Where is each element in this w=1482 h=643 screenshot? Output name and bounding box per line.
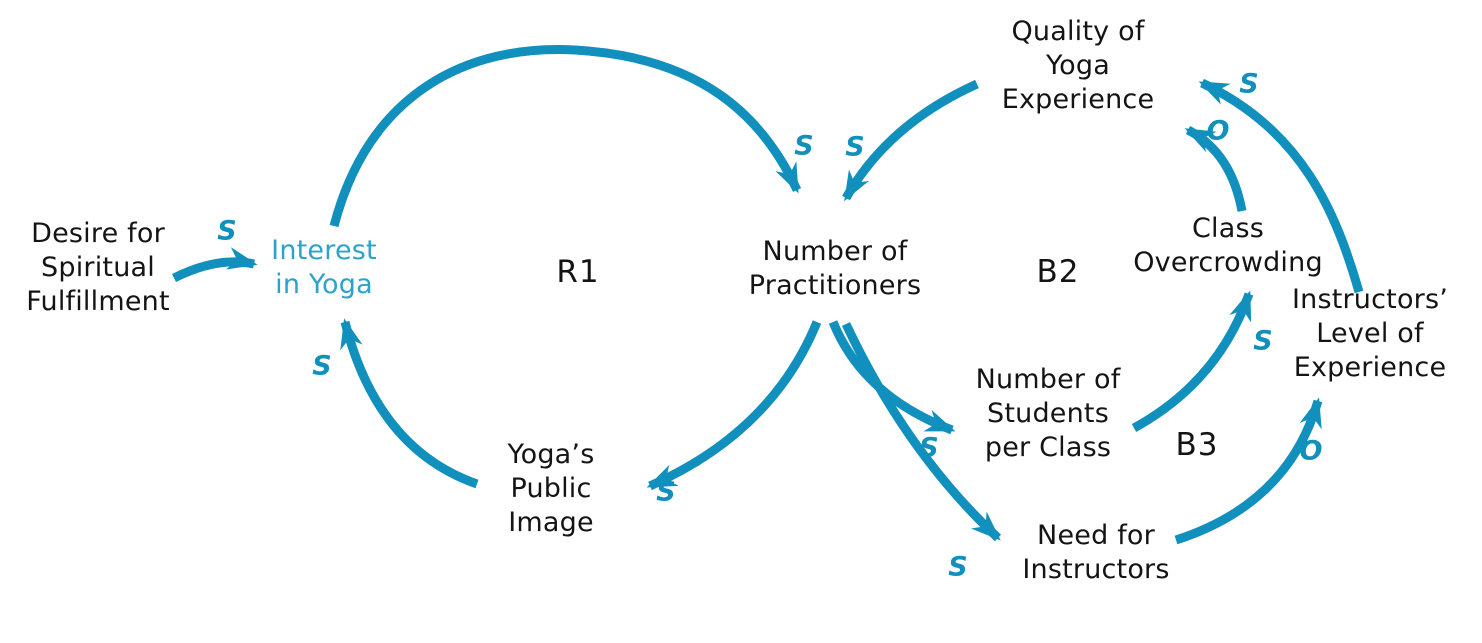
polarity-desire-to-interest: S [217,215,237,247]
arrow-practitioners-to-need [841,322,1002,542]
loop-label-r1: R1 [556,254,600,290]
node-interest-in-yoga: Interest in Yoga [271,234,377,300]
polarity-practitioners-to-image: S [656,476,676,508]
arrow-quality-to-practitioners [842,79,979,202]
arrow-image-to-interest [340,318,479,489]
node-need-for-instructors: Need for Instructors [1022,519,1170,585]
arrow-instructors-to-quality [1198,78,1364,294]
arrow-students-to-overcrowding [1131,290,1254,432]
polarity-quality-to-practitioners: S [845,131,865,163]
arrow-need-to-instructors [1174,397,1323,545]
node-number-of-students-per-class: Number of Students per Class [975,363,1121,464]
node-instructors-level-of-experience: Instructors’ Level of Experience [1291,283,1449,384]
polarity-image-to-interest: S [312,350,332,382]
node-class-overcrowding: Class Overcrowding [1133,212,1323,278]
node-yogas-public-image: Yoga’s Public Image [507,438,595,539]
polarity-interest-to-practitioners: S [794,130,814,162]
polarity-practitioners-to-students: S [919,432,939,464]
polarity-students-to-overcrowding: S [1253,325,1273,357]
loop-label-b2: B2 [1036,254,1080,290]
arrow-desire-to-interest [171,247,258,283]
polarity-practitioners-to-need: S [948,551,968,583]
node-quality-of-yoga-experience: Quality of Yoga Experience [1001,15,1155,116]
loop-label-b3: B3 [1175,427,1219,463]
arrow-practitioners-to-image [646,320,822,491]
node-number-of-practitioners: Number of Practitioners [748,235,922,301]
node-desire-for-spiritual-fulfillment: Desire for Spiritual Fulfillment [26,217,170,318]
arrow-interest-to-practitioners [329,45,802,228]
polarity-overcrowding-to-quality: O [1206,115,1230,147]
polarity-instructors-to-quality: S [1239,68,1259,100]
arrow-overcrowding-to-quality [1184,125,1247,212]
polarity-need-to-instructors: O [1299,435,1323,467]
